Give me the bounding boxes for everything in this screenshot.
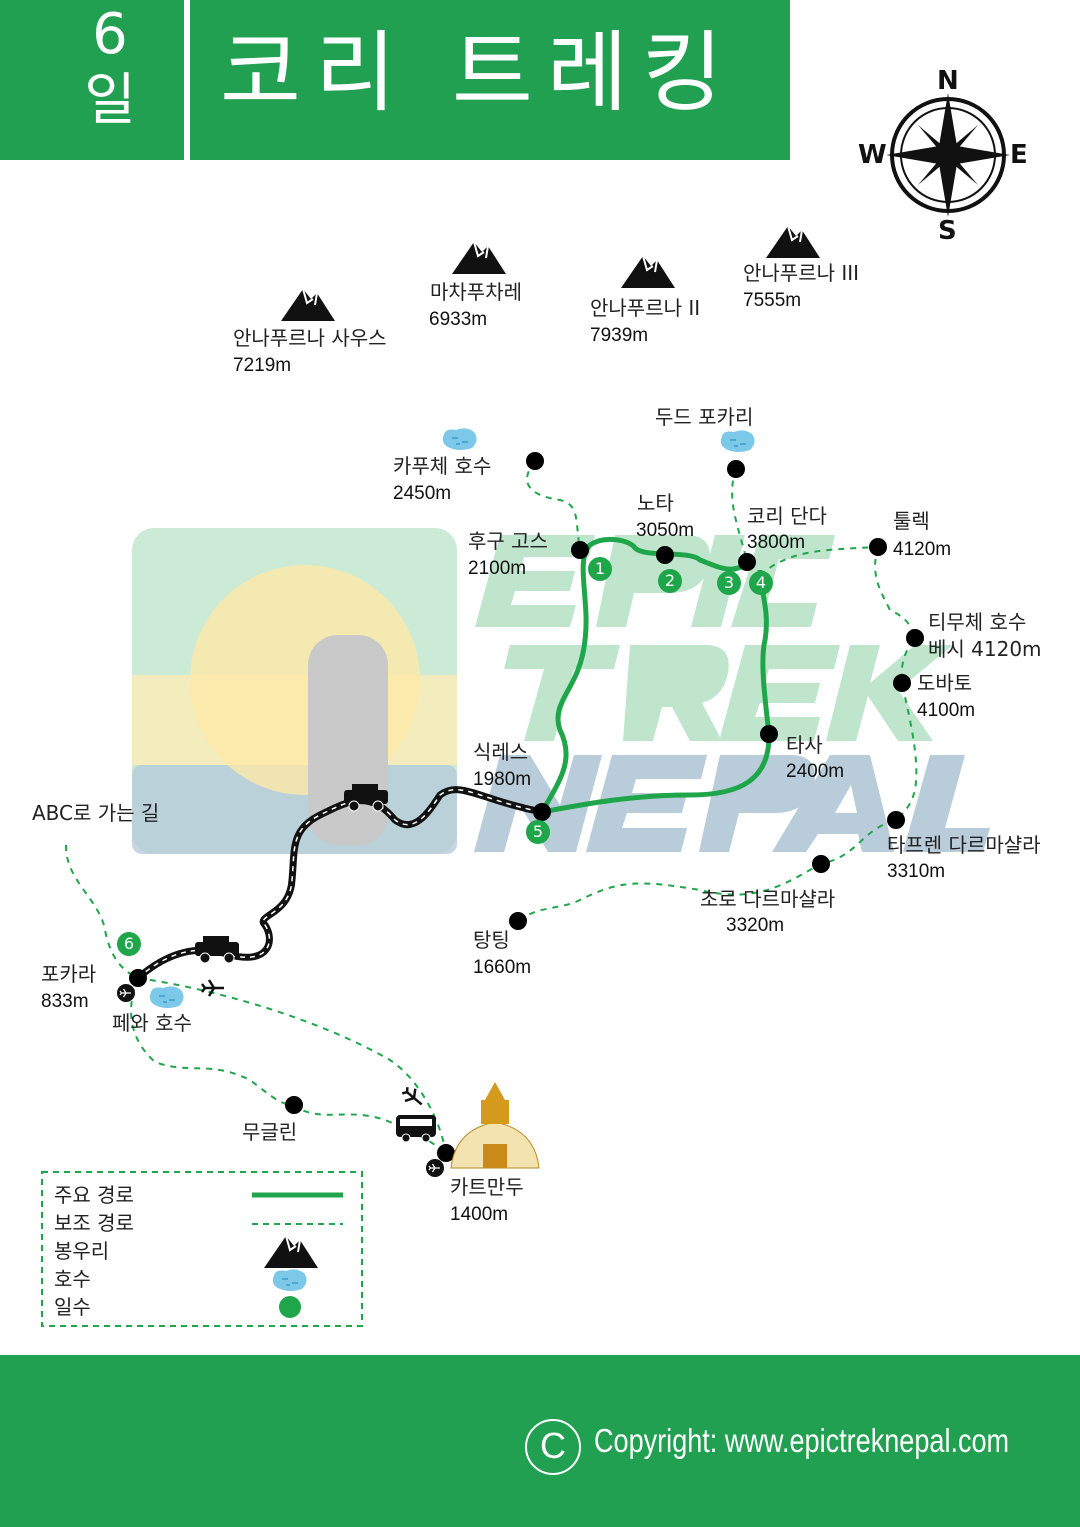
legend-lake-icon	[272, 1268, 308, 1292]
peak-icon	[765, 225, 821, 259]
compass-e: E	[1010, 140, 1028, 170]
alternate-routes	[64, 460, 918, 1154]
jeep-icon	[195, 936, 239, 964]
compass-n: N	[937, 66, 959, 96]
legend-box	[41, 1171, 363, 1327]
peak-altitude: 7219m	[233, 355, 292, 376]
plane-icon	[398, 1082, 429, 1112]
place-altitude: 3310m	[887, 861, 946, 882]
copyright-icon: C	[525, 1419, 581, 1475]
place-altitude: 4100m	[917, 700, 976, 721]
watermark-epic-shape	[475, 535, 835, 627]
place-label: 타프렌 다르마샬라	[887, 833, 1041, 857]
place-label: 도바토	[917, 671, 973, 695]
place-label: 후구 고스	[468, 529, 548, 553]
day-marker-3: 3	[723, 573, 735, 592]
day-marker-4: 4	[755, 573, 767, 592]
legend-main-route: 주요 경로	[54, 1183, 134, 1207]
place-label: 페와 호수	[112, 1011, 192, 1035]
legend-day-icon	[279, 1296, 301, 1318]
place-altitude: 3320m	[726, 915, 785, 936]
bus-icon	[396, 1115, 436, 1143]
peak-altitude: 6933m	[429, 309, 488, 330]
place-altitude: 1980m	[473, 769, 532, 790]
place-label: 티무체 호수	[928, 610, 1027, 634]
duration-unit: 일	[84, 68, 136, 133]
day-markers	[117, 557, 773, 956]
copyright-text: Copyright: www.epictreknepal.com	[594, 1422, 1010, 1459]
lake-icon	[149, 985, 185, 1009]
place-label: 코리 단다	[747, 504, 827, 528]
waypoints	[129, 452, 924, 1162]
place-label: 식레스	[473, 740, 529, 764]
place-altitude: 1660m	[473, 957, 532, 978]
stupa-icon	[450, 1082, 540, 1169]
abc-route-label: ABC로 가는 길	[32, 801, 160, 825]
peak-label: 안나푸르나 III	[743, 261, 860, 285]
peak-label: 안나푸르나 사우스	[233, 326, 387, 350]
peak-label: 마차푸차레	[430, 280, 522, 304]
lake-icon	[720, 429, 756, 453]
place-label: 탕팅	[473, 928, 510, 952]
day-marker-5: 5	[532, 822, 544, 841]
place-label: 노타	[637, 491, 674, 515]
place-altitude: 2100m	[468, 558, 527, 579]
place-altitude: 1400m	[450, 1204, 509, 1225]
legend-peak-icon	[263, 1235, 319, 1269]
place-altitude: 3800m	[747, 532, 806, 553]
place-altitude: 4120m	[893, 539, 952, 560]
main-route	[539, 536, 772, 815]
legend-alt-route: 보조 경로	[54, 1211, 134, 1235]
legend-lake: 호수	[54, 1267, 91, 1291]
header-banner	[0, 0, 790, 160]
peak-label: 안나푸르나 II	[590, 296, 701, 320]
place-altitude: 3050m	[636, 520, 695, 541]
peak-icon	[620, 255, 676, 289]
duration: 6 일	[70, 2, 150, 134]
place-altitude: 베시 4120m	[928, 637, 1042, 661]
page-title: 코리 트레킹	[220, 21, 737, 124]
place-label: 초로 다르마샬라	[700, 887, 836, 911]
watermark-trek-shape	[504, 645, 953, 741]
place-label: 카트만두	[450, 1175, 524, 1199]
jeep-icon	[344, 784, 388, 812]
place-label: 툴렉	[893, 509, 930, 533]
peak-altitude: 7555m	[743, 290, 802, 311]
place-altitude: 2450m	[393, 483, 452, 504]
compass-w: W	[858, 140, 887, 170]
place-label: 두드 포카리	[655, 405, 754, 429]
compass-s: S	[938, 216, 957, 246]
place-altitude: 2400m	[786, 761, 845, 782]
legend-peak: 봉우리	[54, 1239, 110, 1263]
place-label: 카푸체 호수	[393, 454, 492, 478]
peak-icon	[451, 241, 507, 275]
place-label: 무글린	[242, 1120, 298, 1144]
duration-number: 6	[92, 2, 128, 67]
peak-altitude: 7939m	[590, 325, 649, 346]
day-marker-2: 2	[664, 571, 676, 590]
header-divider	[184, 0, 190, 160]
legend-days: 일수	[54, 1295, 91, 1319]
place-label: 타사	[786, 733, 823, 757]
peak-icon	[280, 288, 336, 322]
watermark-nepal-shape	[474, 755, 990, 852]
day-marker-1: 1	[594, 559, 606, 578]
place-altitude: 833m	[41, 991, 89, 1012]
compass-icon	[886, 93, 1010, 217]
day-marker-6: 6	[123, 934, 135, 953]
lake-icon	[442, 427, 478, 451]
place-label: 포카라	[41, 962, 97, 986]
